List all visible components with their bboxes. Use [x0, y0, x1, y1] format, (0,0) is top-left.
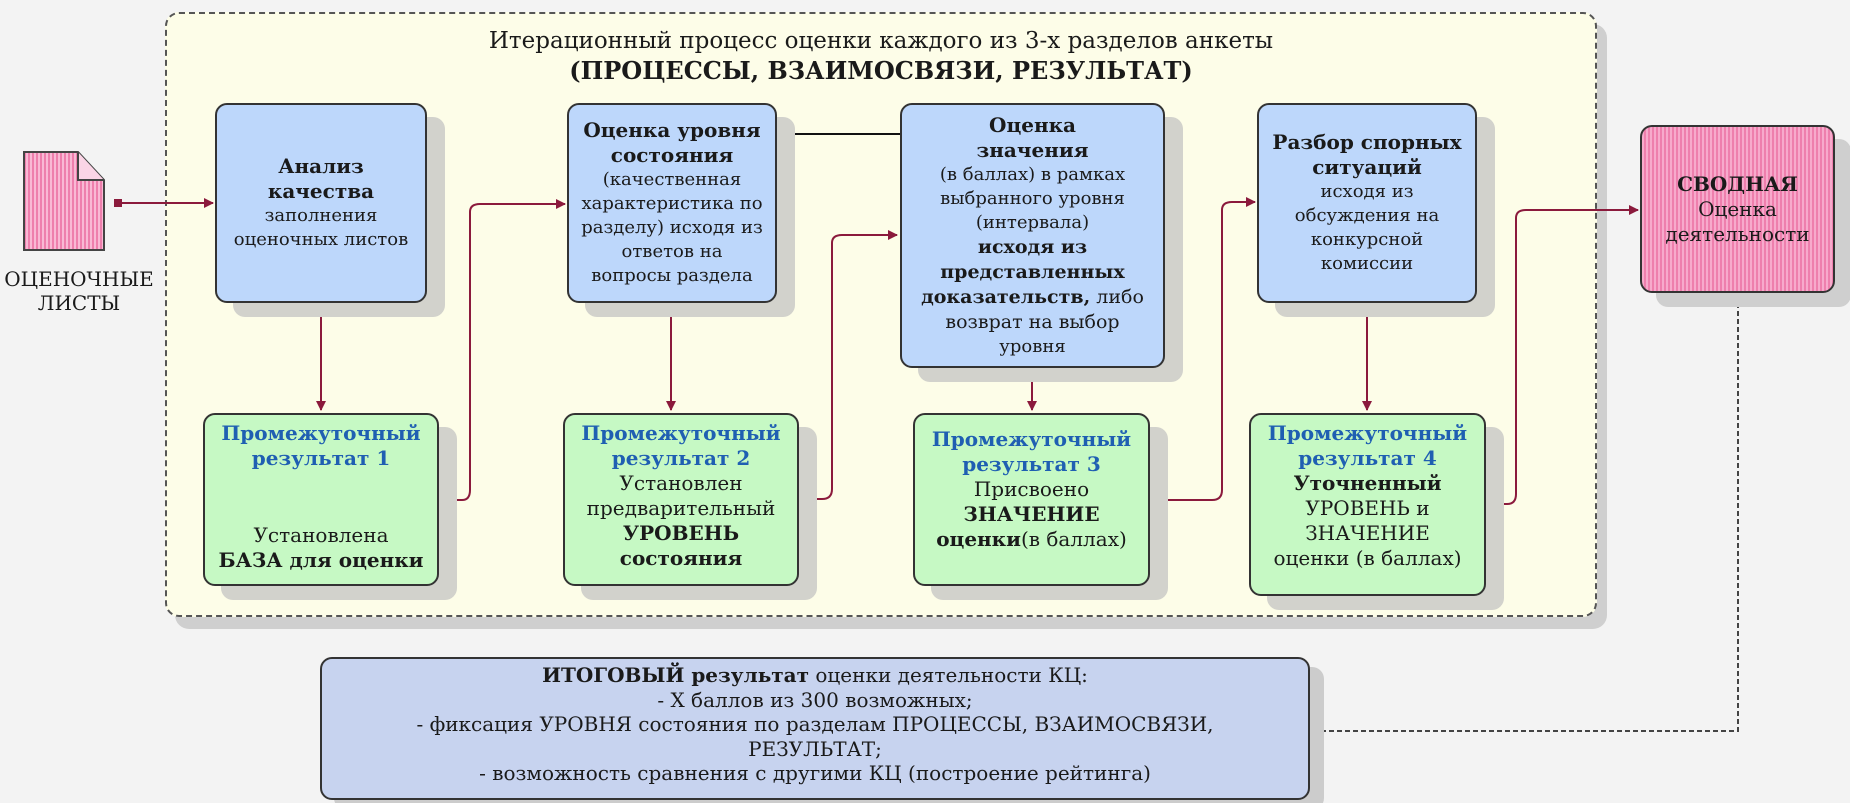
summary-line: деятельности [1665, 221, 1810, 246]
result1-title: Промежуточный [221, 421, 421, 445]
result1-text: Установлена [253, 523, 389, 547]
connector-dot [317, 300, 325, 308]
result2-text: предварительный [586, 496, 776, 520]
document-label-line1: ОЦЕНОЧНЫЕ [4, 267, 154, 291]
arrow-result3-to-step4 [1151, 197, 1256, 501]
result1-text: БАЗА для оценки [218, 548, 424, 572]
final-line5: - возможность сравнения с другими КЦ (по… [479, 761, 1151, 785]
step-value-assessment: Оценка значения (в баллах) в рамках выбр… [900, 103, 1165, 368]
result2-title: результат 2 [611, 446, 751, 470]
step2-line: ответов на [621, 241, 723, 262]
connector-dot [437, 496, 445, 504]
step-state-level-assessment: Оценка уровня состояния (качественная ха… [567, 103, 777, 303]
step4-line: исходя из [1320, 181, 1414, 202]
arrow-result2-to-step3 [801, 230, 898, 500]
step2-line: характеристика по [581, 193, 763, 214]
result4-text: ЗНАЧЕНИЕ [1305, 521, 1430, 545]
result3-text: Присвоено [973, 477, 1090, 501]
step2-line: состояния [610, 143, 734, 167]
intermediate-result-2: Промежуточный результат 2 Установлен пре… [563, 413, 799, 586]
step3-line: доказательств, [921, 285, 1091, 308]
arrow-summary-to-final [1309, 295, 1739, 737]
connector-dot [114, 199, 122, 207]
summary-assessment: СВОДНАЯ Оценка деятельности [1640, 125, 1835, 293]
step4-line: ситуаций [1312, 155, 1422, 179]
connector-dot [1147, 496, 1155, 504]
step-quality-analysis: Анализ качества заполнения оценочных лис… [215, 103, 427, 303]
connector-dot [797, 495, 805, 503]
document-label: ОЦЕНОЧНЫЕ ЛИСТЫ [4, 267, 154, 315]
intermediate-result-3: Промежуточный результат 3 Присвоено ЗНАЧ… [913, 413, 1150, 586]
result4-text: Уточненный [1293, 471, 1442, 495]
step3-line: (в баллах) в рамках [939, 163, 1126, 185]
document-label-line2: ЛИСТЫ [37, 291, 121, 315]
step2-line: разделу) исходя из [581, 217, 763, 238]
result1-title: результат 1 [251, 446, 391, 470]
step2-line: Оценка уровня [583, 118, 761, 142]
step-dispute-review: Разбор спорных ситуаций исходя из обсужд… [1257, 103, 1477, 303]
result4-text: оценки (в баллах) [1273, 546, 1462, 570]
summary-line: СВОДНАЯ [1677, 171, 1798, 196]
result3-title: Промежуточный [931, 427, 1132, 451]
step2-line: вопросы раздела [591, 265, 753, 286]
step3-line: исходя из [977, 235, 1088, 258]
intermediate-result-4: Промежуточный результат 4 Уточненный УРО… [1249, 413, 1486, 596]
step1-line: качества [267, 179, 375, 203]
result3-text: ЗНАЧЕНИЕ [963, 502, 1100, 526]
connector-dot [667, 300, 675, 308]
connector-dot [1734, 291, 1742, 299]
result4-title: результат 4 [1298, 446, 1437, 470]
result3-text: (в баллах) [1020, 527, 1127, 551]
step3-line: значения [976, 137, 1089, 162]
connector-dot [1028, 364, 1036, 372]
final-line3: - фиксация УРОВНЯ состояния по разделам … [416, 712, 1214, 736]
step3-line: уровня [999, 335, 1066, 357]
result4-text: УРОВЕНЬ и [1305, 496, 1430, 520]
frame-title-line2: (ПРОЦЕССЫ, ВЗАИМОСВЯЗИ, РЕЗУЛЬТАТ) [569, 56, 1193, 85]
step4-line: обсуждения на [1294, 205, 1440, 226]
result2-text: состояния [619, 546, 743, 570]
step3-line: Оценка [989, 112, 1076, 137]
final-line4: РЕЗУЛЬТАТ; [748, 736, 882, 761]
arrow-result1-to-step2 [441, 199, 566, 501]
result4-title: Промежуточный [1267, 421, 1468, 445]
step3-line: (интервала) [975, 211, 1090, 233]
step3-line: представленных [940, 260, 1125, 283]
intermediate-result-1: Промежуточный результат 1 Установлена БА… [203, 413, 439, 586]
step1-line: Анализ [278, 154, 364, 178]
step3-line: выбранного уровня [940, 187, 1125, 209]
step2-line: (качественная [602, 169, 742, 190]
final-line1-rest: оценки деятельности КЦ: [809, 663, 1088, 687]
connector-dot [1483, 500, 1491, 508]
step4-line: конкурсной [1310, 229, 1424, 250]
step3-line: либо [1096, 285, 1144, 308]
step4-line: Разбор спорных [1272, 130, 1462, 154]
frame-title-line1: Итерационный процесс оценки каждого из 3… [488, 28, 1274, 54]
step1-line: оценочных листов [233, 229, 409, 250]
arrow-result4-to-summary [1487, 205, 1639, 505]
final-result-box: ИТОГОВЫЙ результат оценки деятельности К… [320, 657, 1310, 800]
final-line1-bold: ИТОГОВЫЙ результат [542, 663, 810, 687]
result3-title: результат 3 [962, 452, 1101, 476]
result3-text: оценки [936, 527, 1021, 551]
frame-title: Итерационный процесс оценки каждого из 3… [165, 26, 1597, 87]
step4-line: комиссии [1320, 253, 1414, 274]
step1-line: заполнения [264, 205, 378, 226]
summary-line: Оценка [1698, 196, 1777, 221]
result2-text: УРОВЕНЬ [622, 521, 740, 545]
result2-title: Промежуточный [581, 421, 781, 445]
result2-text: Установлен [619, 471, 743, 495]
step3-line: возврат на выбор [945, 310, 1120, 333]
final-line2: - Х баллов из 300 возможных; [657, 687, 973, 712]
